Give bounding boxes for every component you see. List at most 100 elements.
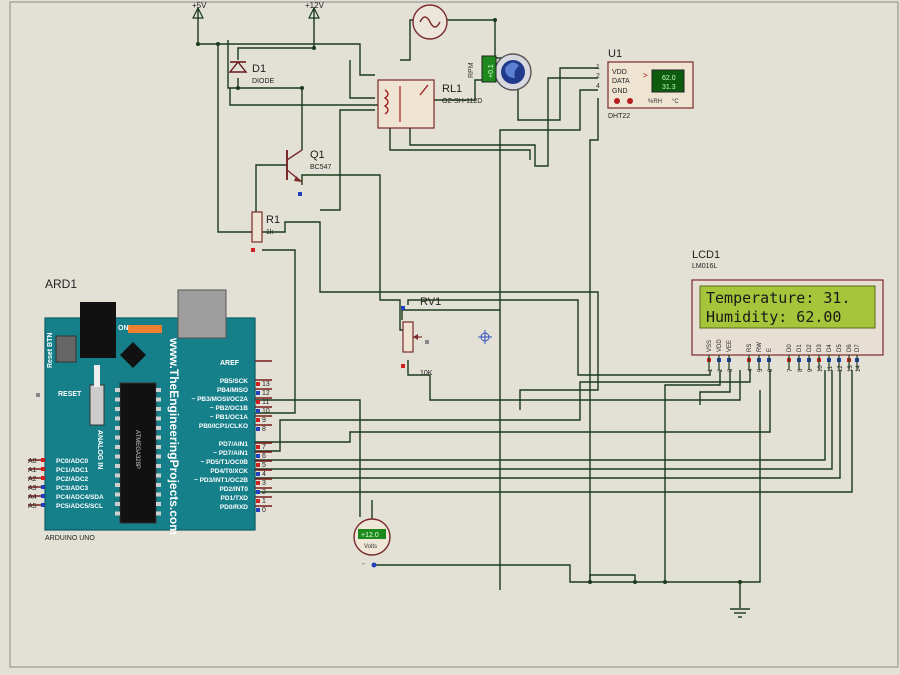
motor-unit: RPM	[468, 62, 475, 78]
voltmeter-reading: +12.0	[361, 532, 379, 539]
lcd-pin-number: 7	[788, 368, 794, 372]
junctions	[196, 18, 742, 584]
lcd-pin-label: E	[767, 348, 773, 352]
arduino-right-pin-number: 8	[262, 426, 266, 433]
arduino-right-pin-label: ~ PB3/MOSI/OC2A	[191, 396, 248, 403]
arduino-right-pin-marker	[256, 499, 260, 503]
arduino-right-pin-number: 10	[262, 408, 270, 415]
lcd-ref: LCD1	[692, 249, 720, 261]
arduino-right-pin-marker	[256, 418, 260, 422]
arduino-right-pin-number: 5	[262, 462, 266, 469]
arduino-right-pin-label: ~ PD3/INT1/OC2B	[194, 477, 248, 484]
chip-pin	[156, 426, 161, 430]
arduino-left-pin-marker	[41, 485, 45, 489]
lcd-pin-number: 6	[768, 368, 774, 372]
lcd-pin-number: 14	[856, 365, 862, 372]
arduino-left-pin-label: PC5/ADC5/SCL	[56, 503, 103, 510]
lcd-pin-label: D7	[855, 344, 861, 352]
arduino-right-pin-number: 4	[262, 471, 266, 478]
arduino-right-pin-label: ~ PD5/T1/OC0B	[200, 459, 248, 466]
arduino-right-pin-label: PB5/SCK	[220, 378, 248, 385]
dht22-u1[interactable]: U1 VDD DATA GND 1 2 4 > 62.0 31.3 %RH °C…	[596, 48, 694, 120]
chip-pin	[156, 397, 161, 402]
chip-pin	[115, 502, 120, 506]
arduino-left-pins: PC0/ADC0A0PC1/ADC1A1PC2/ADC2A2PC3/ADC3A3…	[28, 458, 104, 510]
arduino-site: www.TheEngineeringProjects.com	[167, 337, 181, 535]
arduino-left-pin-marker	[41, 476, 45, 480]
dc-motor[interactable]: +0.1 RPM	[468, 53, 532, 91]
arduino-left-pin-number: A5	[28, 503, 37, 510]
ac-source[interactable]	[412, 4, 448, 40]
lcd-pin-label: RS	[747, 344, 753, 352]
arduino-right-pin-number: 0	[262, 507, 266, 514]
lcd-pin-number: 8	[798, 368, 804, 372]
diode-type: DIODE	[252, 78, 275, 85]
lcd-pin-label: D6	[847, 344, 853, 352]
power-5v: +5V	[192, 1, 207, 40]
lcd-pin-number: 9	[808, 368, 814, 372]
arduino-ard1[interactable]: ARD1 ON Reset BTN RESET ANALOG IN ATMEGA…	[28, 277, 272, 542]
arduino-name: ARDUINO UNO	[45, 535, 95, 542]
arduino-right-pin-label: PD1/TXD	[221, 495, 249, 502]
relay-rl1[interactable]: RL1 OZ-SH-112D	[377, 79, 482, 129]
arduino-reset-label: RESET	[58, 391, 82, 398]
chip-pin	[115, 454, 120, 459]
arduino-right-pin-number: 13	[262, 381, 270, 388]
lcd-lcd1[interactable]: LCD1 LM016L Temperature: 31. Humidity: 6…	[691, 249, 884, 372]
transistor-q1[interactable]: Q1 BC547	[286, 149, 332, 196]
arduino-left-pin-label: PC4/ADC4/SDA	[56, 494, 104, 501]
potentiometer-rv1[interactable]: RV1 10K	[401, 296, 441, 377]
lcd-pin-labels: VSS1VDD2VEE3RS4RW5E6D07D18D29D310D411D51…	[707, 339, 862, 372]
chip-pin	[156, 511, 161, 516]
arduino-right-pin-number: 12	[262, 390, 270, 397]
arduino-right-pin-marker	[256, 391, 260, 395]
arduino-right-pin-marker	[256, 400, 260, 404]
arduino-right-pin-number: 1	[262, 498, 266, 505]
arduino-right-pin-marker	[256, 508, 260, 512]
cursor-crosshair-icon	[478, 330, 492, 344]
dht-pinnum-1: 1	[596, 64, 600, 71]
lcd-part: LM016L	[692, 263, 717, 270]
arduino-left-pin-label: PC3/ADC3	[56, 485, 89, 492]
arduino-left-pin-number: A3	[28, 485, 37, 492]
ground-symbol	[730, 608, 750, 618]
lcd-line1: Temperature: 31.	[706, 289, 851, 307]
dht-pinnum-2: 2	[596, 73, 600, 80]
arduino-right-pin-number: 11	[262, 399, 269, 406]
arduino-right-pin-number: 7	[262, 444, 266, 451]
motor-rpm: +0.1	[488, 64, 495, 78]
dht-temp: 62.0	[662, 75, 676, 82]
chip-pin	[115, 464, 120, 468]
lcd-pin-label: D5	[837, 344, 843, 352]
arduino-on: ON	[118, 325, 129, 332]
arduino-ref: ARD1	[45, 277, 77, 291]
dht-unit-rh: %RH	[648, 99, 662, 105]
resistor-r1[interactable]: R1 1k	[251, 211, 280, 252]
arduino-right-pin-number: 6	[262, 453, 266, 460]
lcd-pin-number: 2	[718, 368, 724, 372]
voltmeter[interactable]: +12.0 Volts -	[353, 518, 391, 568]
arduino-left-pin-number: A1	[28, 467, 37, 474]
arduino-left-pin-label: PC2/ADC2	[56, 476, 89, 483]
lcd-pin-label: VSS	[707, 340, 713, 352]
lcd-pin-number: 12	[838, 365, 844, 372]
chip-pin	[156, 388, 161, 392]
r1-ref: R1	[266, 214, 280, 226]
chip-pin	[115, 492, 120, 497]
chip-pin	[115, 435, 120, 440]
diode-d1[interactable]: D1 DIODE	[228, 60, 275, 85]
arduino-reset-btn-label: Reset BTN	[47, 333, 54, 368]
chip-pins	[115, 388, 161, 516]
dht-pinnum-4: 4	[596, 83, 600, 90]
q1-ref: Q1	[310, 149, 325, 161]
arduino-left-pin-marker	[41, 494, 45, 498]
voltmeter-minus: -	[362, 559, 365, 568]
arduino-left-pin-label: PC1/ADC1	[56, 467, 89, 474]
chip-pin	[156, 435, 161, 440]
chip-pin	[115, 445, 120, 449]
arduino-right-pin-number: 2	[262, 489, 266, 496]
lcd-pin-label: D4	[827, 344, 833, 352]
rv1-ref: RV1	[420, 296, 441, 308]
chip-pin	[156, 454, 161, 459]
